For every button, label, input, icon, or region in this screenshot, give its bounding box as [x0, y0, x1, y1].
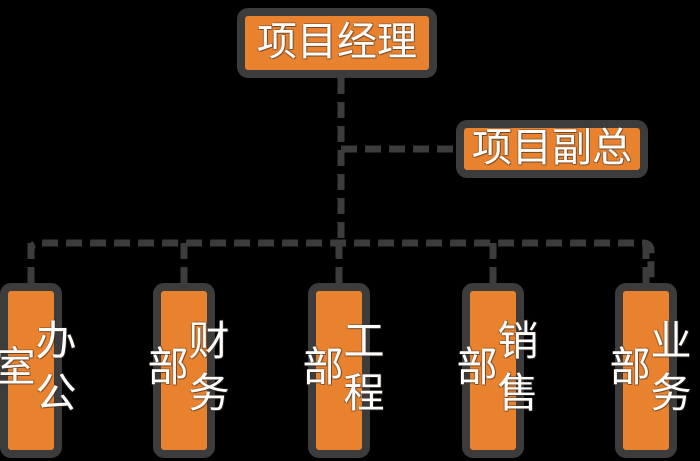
- node-department-office-label: 办公室: [0, 318, 76, 423]
- node-department-office[interactable]: 办公室: [0, 283, 76, 458]
- node-department-engineering-label: 工程部: [295, 318, 384, 423]
- node-deputy[interactable]: 项目副总: [456, 120, 648, 178]
- node-department-engineering[interactable]: 工程部: [295, 283, 384, 458]
- node-department-sales-label: 销售部: [449, 318, 538, 423]
- node-department-finance-label: 财务部: [140, 318, 229, 423]
- node-deputy-label: 项目副总: [472, 125, 632, 172]
- node-department-business[interactable]: 业务部: [602, 283, 691, 458]
- node-manager[interactable]: 项目经理: [237, 8, 437, 78]
- node-department-sales[interactable]: 销售部: [449, 283, 538, 458]
- node-department-finance[interactable]: 财务部: [140, 283, 229, 458]
- node-manager-label: 项目经理: [257, 19, 417, 66]
- node-department-business-label: 业务部: [602, 318, 691, 423]
